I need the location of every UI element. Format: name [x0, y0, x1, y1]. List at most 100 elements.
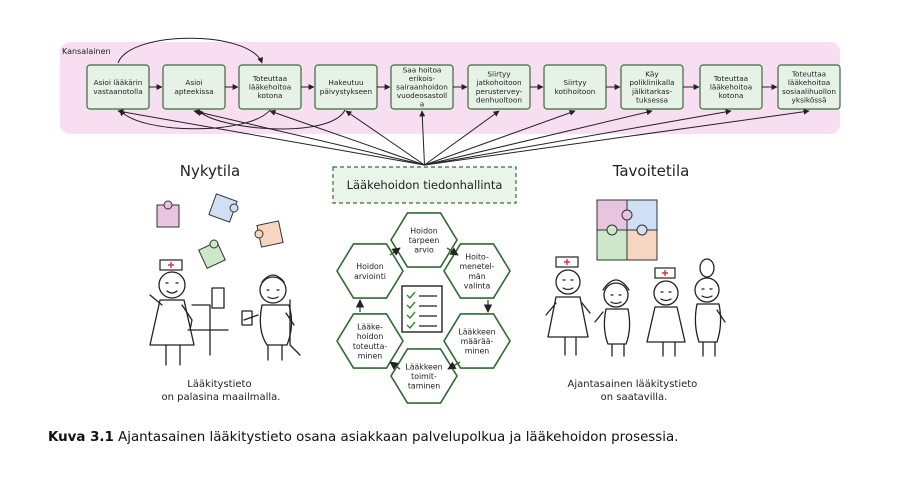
- journey-step: Saa hoitoaerikois-sairaanhoidonvuodeosas…: [390, 64, 468, 110]
- return-arc: [197, 109, 346, 130]
- journey-step-text: perustervey-: [476, 87, 523, 96]
- fan-arrow: [424, 110, 500, 166]
- journey-step-text: lääkehoitoa: [249, 83, 291, 92]
- process-step-text: arviointi: [354, 272, 386, 281]
- journey-step-text: Toteuttaa: [791, 70, 826, 79]
- process-step-hex: [336, 313, 404, 369]
- journey-step-text: denhuoltoon: [476, 95, 522, 104]
- process-step-hex: [443, 313, 511, 369]
- fan-arrow: [424, 108, 810, 166]
- target-state-note: Ajantasainen lääkitystieto on saatavilla…: [568, 379, 701, 403]
- journey-step-text: Toteuttaa: [713, 74, 748, 83]
- journey-step-text: erikois-: [409, 74, 436, 83]
- process-step-text: Hoito-: [465, 253, 489, 262]
- journey-step-text: vastaanotolla: [93, 87, 142, 96]
- fan-arrow: [269, 109, 425, 166]
- journey-step-text: lääkehoitoa: [788, 78, 830, 87]
- journey-step-text: Siirtyy: [563, 78, 587, 87]
- journey-step-text: päivystykseen: [320, 87, 372, 96]
- assembled-puzzle-icon: [596, 199, 658, 261]
- process-step-hex: [390, 348, 458, 404]
- fan-arrow: [424, 109, 653, 166]
- process-step-text: Lääke-: [357, 323, 383, 332]
- figure-caption: Kuva 3.1 Ajantasainen lääkitystieto osan…: [48, 430, 868, 445]
- process-step-text: määrää-: [461, 337, 494, 346]
- return-arc: [119, 109, 271, 130]
- process-step-text: valinta: [464, 281, 491, 290]
- process-step-hex: [390, 212, 458, 268]
- checklist-icon: [401, 285, 443, 333]
- cycle-arrow: [446, 247, 459, 256]
- process-step-text: Lääkkeen: [458, 327, 495, 336]
- cycle-arrow: [389, 361, 401, 370]
- journey-step-text: lääkehoitoa: [710, 83, 752, 92]
- fan-arrows: [117, 108, 810, 166]
- journey-step-text: yksikössä: [792, 95, 827, 104]
- target-note-line-2: on saatavilla.: [601, 392, 668, 403]
- diagram: Kansalainen Asioi lääkärinvastaanotollaA…: [60, 37, 841, 404]
- cycle-arrow: [389, 247, 401, 256]
- journey-step-text: kotona: [719, 91, 744, 100]
- fan-arrow: [193, 109, 425, 166]
- fan-arrow: [424, 109, 576, 166]
- journey-step-text: kotona: [258, 91, 283, 100]
- journey-step-text: Hakeutuu: [328, 78, 363, 87]
- journey-step-text: sairaanhoidon: [396, 83, 448, 92]
- bottom-arcs: [119, 109, 346, 130]
- journey-step-text: Asioi: [185, 78, 202, 87]
- journey-step: Siirtyyjatkohoitoonperustervey-denhuolto…: [467, 64, 544, 110]
- hub-label: Lääkehoidon tiedonhallinta: [347, 178, 503, 192]
- current-state-title: Nykytila: [180, 162, 241, 180]
- journey-step-text: Asioi lääkärin: [94, 78, 143, 87]
- band-label: Kansalainen: [62, 47, 111, 56]
- caption-text: Ajantasainen lääkitystieto osana asiakka…: [118, 430, 679, 445]
- patient-figure-icon: [241, 274, 301, 361]
- process-step-text: Hoidon: [410, 226, 438, 235]
- process-step-text: minen: [358, 351, 382, 360]
- fan-arrow: [424, 108, 732, 166]
- journey-step-text: poliklinikalla: [629, 78, 674, 87]
- process-step-hex: [443, 243, 511, 299]
- loop-arrow: [117, 37, 263, 64]
- process-step-text: toteutta-: [353, 342, 388, 351]
- process-step-text: tarpeen: [409, 236, 440, 245]
- process-step-text: minen: [465, 347, 489, 356]
- current-note-line-2: on palasina maailmalla.: [162, 392, 281, 403]
- journey-step-text: Käy: [645, 70, 659, 79]
- journey-step-text: Siirtyy: [487, 70, 511, 79]
- journey-step-text: sosiaalihuollon: [782, 87, 836, 96]
- hub-box: [332, 166, 517, 204]
- current-state-note: Lääkitystieto on palasina maailmalla.: [162, 379, 281, 403]
- nurse-figure-icon: [149, 259, 195, 366]
- process-step-text: Lääkkeen: [405, 362, 442, 371]
- journey-step-text: jatkohoitoon: [475, 78, 521, 87]
- journey-step-text: jälkitarkas-: [631, 87, 672, 96]
- process-step-text: hoidon: [357, 332, 384, 341]
- journey-step-text: kotihoitoon: [555, 87, 596, 96]
- desk-computer-icon: [187, 287, 229, 356]
- current-note-line-1: Lääkitystieto: [187, 379, 251, 390]
- process-step-text: arvio: [414, 246, 434, 255]
- process-step-text: menetel-: [460, 262, 495, 271]
- target-note-line-1: Ajantasainen lääkitystieto: [568, 379, 698, 390]
- caption-label: Kuva 3.1: [48, 430, 114, 445]
- journey-step: Toteuttaalääkehoitoasosiaalihuollonyksik…: [777, 64, 841, 110]
- care-team-figures-icon: [545, 256, 726, 357]
- process-step-text: män: [468, 272, 485, 281]
- process-step-text: Hoidon: [356, 262, 384, 271]
- journey-step-text: apteekissa: [174, 87, 213, 96]
- cycle-arrow: [447, 361, 461, 370]
- process-cycle: HoidontarpeenarvioHoito-menetel-mänvalin…: [336, 212, 511, 404]
- fan-arrow: [419, 110, 426, 166]
